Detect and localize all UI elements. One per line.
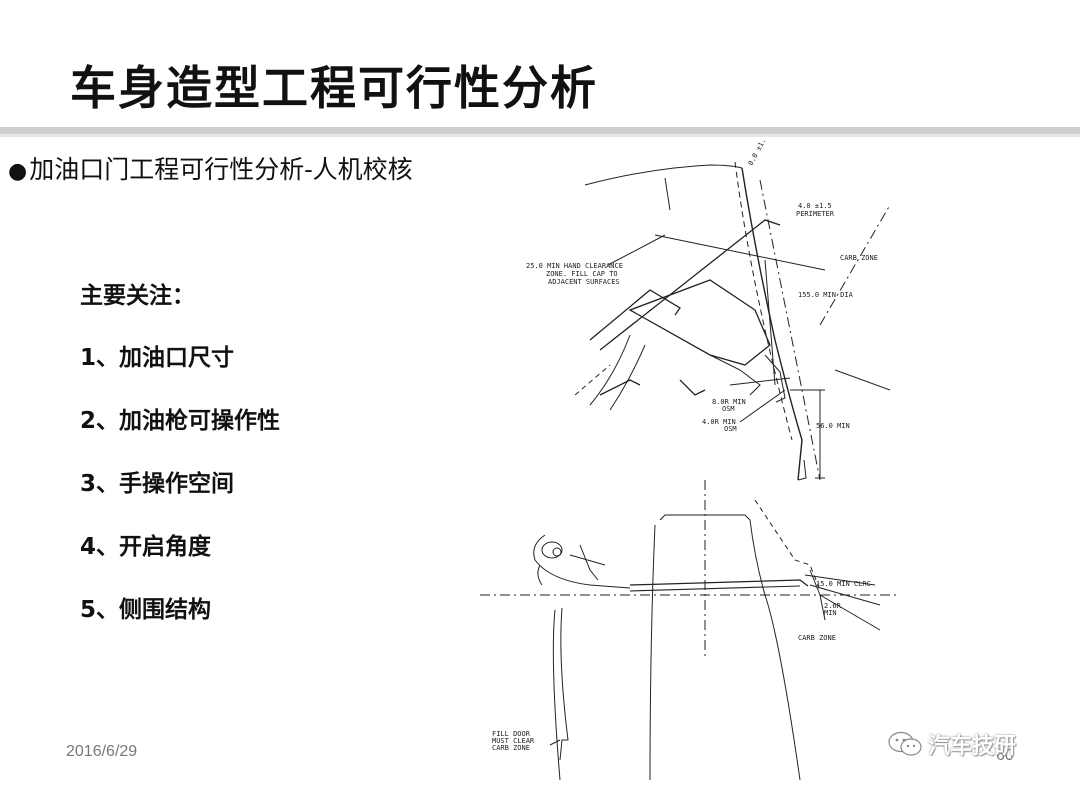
surface-edge: [664, 177, 671, 211]
focus-item: 5、侧围结构: [80, 597, 212, 623]
slide-title: 车身造型工程可行性分析: [70, 61, 598, 115]
title-divider-shadow: [0, 134, 1080, 137]
fill-door-label: FILL DOOR: [492, 730, 531, 738]
watermark-text: 汽车技研: [928, 734, 1017, 759]
watermark: 汽车技研: [888, 728, 1016, 760]
fuel-door-engineering-drawing: 0.0 ±1.0 4.0 ±1.5 PERIMETER CARB ZONE 25…: [480, 140, 900, 780]
diameter-label: 155.0 MIN DIA: [798, 291, 854, 299]
leader-line: [834, 369, 891, 391]
housing-outline-inner: [559, 607, 569, 761]
radius-label: 4.0R MIN: [702, 418, 736, 426]
leader-line: [729, 377, 791, 386]
page-number: 60: [996, 747, 1014, 764]
body-line: [649, 524, 656, 780]
leader-line: [739, 389, 786, 423]
latch-arm: [579, 544, 599, 581]
filler-neck: [589, 289, 681, 341]
carb-zone-line: [819, 204, 891, 326]
radius-label: OSM: [724, 425, 737, 433]
focus-list: 主要关注： 1、加油口尺寸 2、加油枪可操作性 3、手操作空间 4、开启角度 5…: [80, 276, 280, 653]
dimension-line: [654, 234, 826, 271]
subtitle-text: 加油口门工程可行性分析-人机校核: [29, 155, 413, 184]
subtitle: ●加油口门工程可行性分析-人机校核: [8, 150, 413, 186]
hand-clearance-label: ADJACENT SURFACES: [548, 278, 620, 286]
fill-door-label: CARB ZONE: [492, 744, 530, 752]
clearance-label: 15.0 MIN CLRC: [816, 580, 871, 588]
focus-item: 3、手操作空间: [80, 471, 235, 497]
radius-label: MIN: [824, 609, 837, 617]
title-divider: [0, 127, 1080, 134]
seal-lip: [599, 379, 641, 396]
perimeter-line: [734, 161, 793, 441]
focus-item: 1、加油口尺寸: [80, 345, 235, 371]
hand-clearance-label: ZONE. FILL CAP TO: [546, 270, 618, 278]
dimension-56: [815, 389, 825, 479]
hinge-arm: [764, 259, 776, 386]
door-section-inner: [629, 585, 801, 592]
door-panel: [599, 219, 781, 351]
projection-line: [574, 364, 611, 396]
body-side-profile: [741, 167, 803, 481]
perimeter-label: 4.0 ±1.5: [798, 202, 832, 210]
leader-line: [607, 234, 666, 266]
tol-label: 0.0 ±1.0: [747, 140, 770, 167]
latch-profile: [533, 534, 631, 589]
seal-lip: [679, 379, 706, 396]
center-line: [759, 179, 821, 481]
focus-item: 2、加油枪可操作性: [80, 408, 281, 434]
bullet-icon: ●: [8, 159, 28, 184]
opening-edge: [749, 519, 801, 780]
latch-hook: [537, 564, 543, 586]
carb-zone-label: CARB ZONE: [840, 254, 878, 262]
housing-outline: [552, 609, 561, 780]
cap-housing: [709, 354, 761, 396]
focus-heading: 主要关注：: [80, 283, 195, 309]
leader-line: [819, 594, 881, 631]
door-section: [629, 579, 809, 587]
housing-wall: [589, 334, 631, 406]
leader-line: [549, 739, 561, 746]
dimension-label: 56.0 MIN: [816, 422, 850, 430]
radius-label: OSM: [722, 405, 735, 413]
latch-spring: [569, 554, 606, 566]
carb-zone-boundary: [754, 499, 821, 591]
hand-clearance-label: 25.0 MIN HAND CLEARANCE: [526, 262, 623, 270]
leader-line: [804, 574, 876, 586]
carb-zone-label: CARB ZONE: [798, 634, 836, 642]
fuel-cap: [628, 279, 771, 366]
wechat-icon: [888, 731, 922, 756]
leader-line: [809, 584, 881, 606]
radius-label: 8.0R MIN: [712, 398, 746, 406]
lower-flange: [797, 459, 807, 481]
radius-label: 2.6R: [824, 602, 842, 610]
outer-surface-line: [584, 164, 743, 186]
housing-wall-inner: [609, 344, 646, 411]
hinge: [764, 354, 786, 403]
focus-item: 4、开启角度: [80, 534, 212, 560]
footer-date: 2016/6/29: [66, 743, 138, 760]
fill-door-label: MUST CLEAR: [492, 737, 535, 745]
perimeter-label: PERIMETER: [796, 210, 835, 218]
